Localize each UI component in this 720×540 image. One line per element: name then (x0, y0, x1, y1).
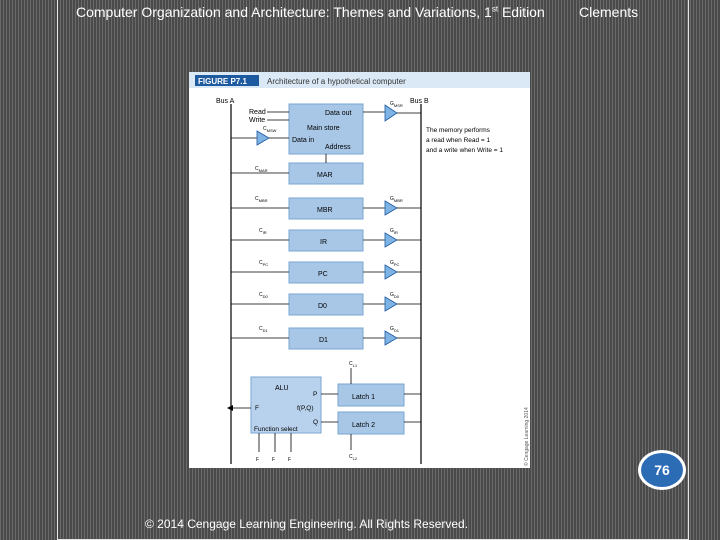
register-ir: IR CIR GIR (231, 228, 421, 252)
page-number-badge: 76 (638, 450, 686, 490)
latch-2: Latch 2 (337, 411, 405, 435)
gate-pc-icon (384, 264, 398, 280)
data-in-label: Data in (292, 137, 314, 144)
svg-text:GMBR: GMBR (390, 196, 403, 203)
svg-text:MBR: MBR (317, 207, 333, 214)
svg-text:Function select: Function select (254, 426, 298, 433)
svg-text:F: F (272, 457, 275, 463)
gate-d1-icon (384, 330, 398, 346)
data-out-label: Data out (325, 110, 352, 117)
svg-text:CPC: CPC (259, 260, 268, 267)
figure-label: FIGURE P7.1 (198, 77, 247, 86)
svg-text:CD0: CD0 (259, 292, 269, 299)
frame-line-right (688, 0, 689, 540)
gate-ir-icon (384, 232, 398, 248)
book-title: Computer Organization and Architecture: … (76, 4, 545, 20)
author-name: Clements (579, 4, 639, 20)
svg-text:F: F (256, 457, 259, 463)
svg-text:CMBR: CMBR (255, 196, 268, 203)
main-store-label: Main store (307, 125, 340, 132)
publisher-vertical-text: © Cengage Learning 2014 (523, 407, 530, 466)
svg-text:GD0: GD0 (390, 292, 400, 299)
main-store-block (288, 103, 364, 155)
svg-text:GIR: GIR (390, 228, 398, 235)
frame-line-left (57, 0, 58, 540)
memory-note-line3: and a write when Write = 1 (426, 147, 503, 154)
svg-text:CL2: CL2 (349, 454, 358, 461)
gate-msr-icon (384, 104, 398, 122)
svg-text:D0: D0 (318, 303, 327, 310)
svg-text:P: P (313, 391, 317, 398)
latch-1: Latch 1 (337, 383, 405, 407)
bus-a-label: Bus A (216, 98, 235, 105)
svg-text:f(P,Q): f(P,Q) (297, 405, 314, 412)
svg-text:CMAR: CMAR (255, 166, 268, 173)
svg-text:ALU: ALU (275, 385, 289, 392)
alu-block: ALU P F f(P,Q) Q Function select (250, 376, 322, 434)
svg-text:Latch 2: Latch 2 (352, 422, 375, 429)
svg-text:F: F (288, 457, 291, 463)
svg-text:CD1: CD1 (259, 326, 269, 333)
architecture-diagram: FIGURE P7.1 Architecture of a hypothetic… (189, 72, 530, 466)
register-d1: D1 CD1 GD1 (231, 326, 421, 350)
copyright-notice: © 2014 Cengage Learning Engineering. All… (145, 517, 469, 531)
address-label: Address (325, 144, 351, 151)
figure-architecture: FIGURE P7.1 Architecture of a hypothetic… (189, 72, 530, 468)
svg-text:PC: PC (318, 271, 328, 278)
register-pc: PC CPC GPC (231, 260, 421, 284)
svg-text:MAR: MAR (317, 172, 333, 179)
bus-b-label: Bus B (410, 98, 429, 105)
svg-text:Q: Q (313, 419, 318, 426)
memory-note-line1: The memory performs (426, 127, 491, 134)
register-d0: D0 CD0 GD0 (231, 292, 421, 316)
svg-text:Latch 1: Latch 1 (352, 394, 375, 401)
svg-text:CL1: CL1 (349, 361, 358, 368)
gate-msr-label: GMSR (390, 101, 403, 108)
gate-d0-icon (384, 296, 398, 312)
memory-note-line2: a read when Read = 1 (426, 137, 491, 144)
register-mbr: MBR CMBR GMBR (231, 196, 421, 220)
figure-header-band (189, 72, 530, 88)
gate-msw-icon (256, 130, 270, 146)
ctrl-msw-label: CMSW (263, 126, 277, 133)
figure-caption: Architecture of a hypothetical computer (267, 77, 406, 86)
svg-text:D1: D1 (319, 337, 328, 344)
svg-text:F: F (255, 405, 259, 412)
svg-text:CIR: CIR (259, 228, 267, 235)
read-label: Read (249, 109, 266, 116)
register-mar: MAR CMAR (231, 154, 364, 185)
gate-mbr-icon (384, 200, 398, 216)
write-label: Write (249, 117, 265, 124)
svg-text:IR: IR (320, 239, 327, 246)
figure-label-box (195, 75, 259, 86)
svg-text:GPC: GPC (390, 260, 400, 267)
svg-text:GD1: GD1 (390, 326, 400, 333)
